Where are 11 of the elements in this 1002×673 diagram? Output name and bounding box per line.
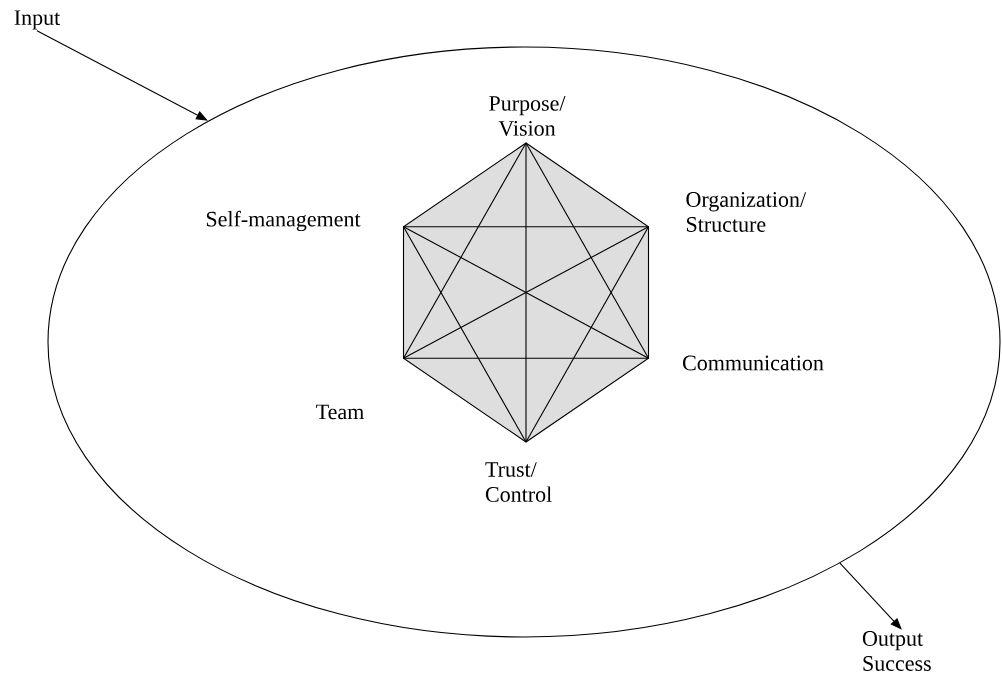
arrow	[839, 562, 902, 630]
label-text: Trust/ Control	[485, 462, 552, 502]
label-text: Self-management	[206, 210, 361, 232]
label-text: Output Success	[862, 631, 931, 671]
label-text: Purpose/ Vision	[489, 96, 566, 136]
label-text: Communication	[683, 355, 824, 371]
label-text: Team	[316, 404, 364, 420]
hexagon-drawing	[402, 142, 650, 443]
arrow	[36, 30, 208, 121]
label-text: Input	[14, 10, 61, 30]
label-text: Organization/ Structure	[686, 192, 807, 232]
